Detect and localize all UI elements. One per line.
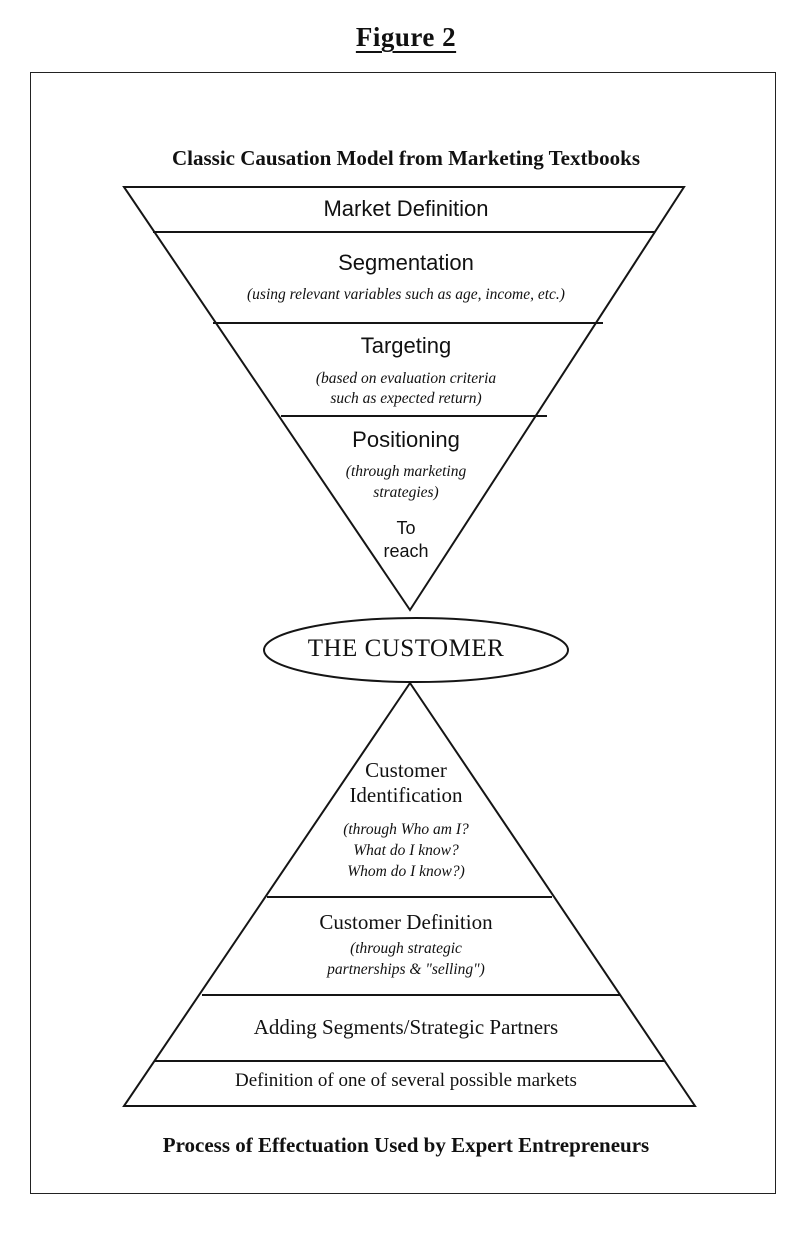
identification-detail-line-3: Whom do I know?) (347, 863, 465, 880)
customer-ellipse (263, 617, 569, 683)
customer-identification-line-1: Customer (365, 758, 447, 782)
customer-label: THE CUSTOMER (307, 635, 505, 662)
bottom-caption: Process of Effectuation Used by Expert E… (162, 1133, 650, 1157)
top-caption: Classic Causation Model from Marketing T… (171, 146, 641, 170)
customer-definition-detail-line-1: (through strategic (350, 940, 462, 957)
causation-funnel (122, 186, 686, 612)
level-adding-segments: Adding Segments/Strategic Partners (253, 1015, 559, 1039)
figure-frame (30, 72, 776, 1194)
positioning-extra-to: To (396, 518, 416, 538)
level-market-definition-options: Definition of one of several possible ma… (235, 1070, 577, 1091)
customer-identification-line-2: Identification (349, 783, 463, 807)
segmentation-detail: (using relevant variables such as age, i… (247, 286, 565, 303)
positioning-detail-line-2: strategies) (373, 484, 439, 501)
targeting-detail-line-2: such as expected return) (330, 390, 482, 407)
level-customer-definition: Customer Definition (319, 910, 493, 934)
identification-detail-line-1: (through Who am I? (343, 821, 469, 838)
effectuation-pyramid (122, 681, 697, 1107)
targeting-detail-line-1: (based on evaluation criteria (315, 370, 497, 387)
positioning-detail-line-1: (through marketing (345, 463, 467, 480)
customer-definition-detail-line-2: partnerships & "selling") (327, 961, 485, 978)
level-market-definition: Market Definition (323, 196, 489, 221)
positioning-extra-reach: reach (383, 541, 429, 561)
level-positioning: Positioning (352, 427, 460, 452)
figure-title: Figure 2 (355, 22, 457, 52)
level-segmentation: Segmentation (338, 250, 474, 275)
identification-detail-line-2: What do I know? (353, 842, 459, 859)
level-targeting: Targeting (360, 333, 452, 358)
